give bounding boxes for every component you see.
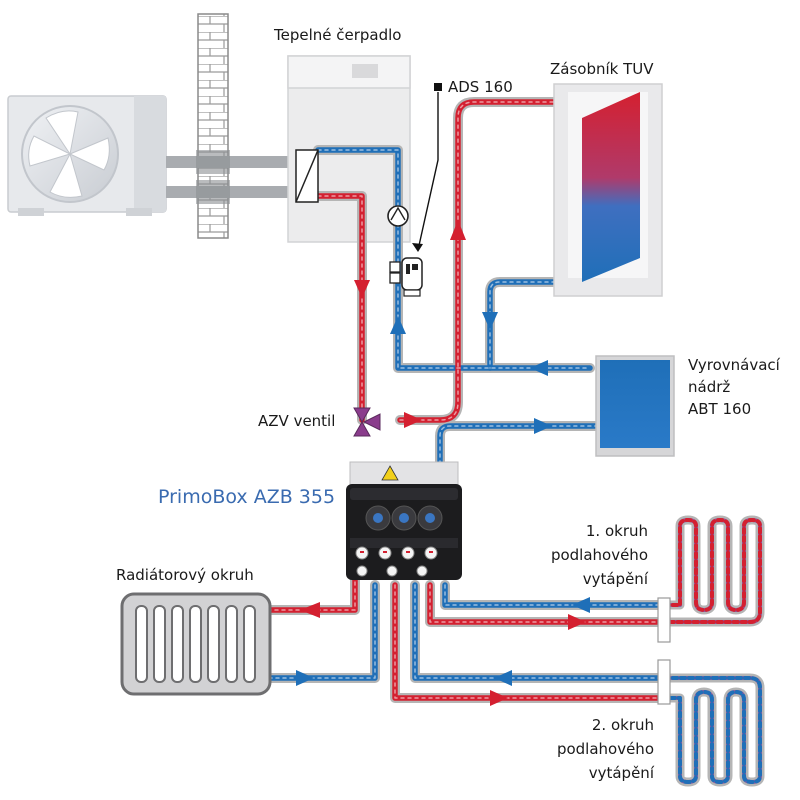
buffer-tank — [595, 355, 675, 457]
arrow-right-icon — [534, 418, 552, 434]
label-tank: Zásobník TUV — [550, 60, 654, 78]
label-azv: AZV ventil — [258, 412, 336, 430]
label-floor1-1: 1. okruh — [585, 522, 648, 540]
ads-separator-icon — [389, 257, 423, 297]
manifold-2 — [657, 659, 671, 705]
azv-valve-icon — [353, 407, 381, 437]
label-primobox: PrimoBox AZB 355 — [158, 486, 336, 508]
floor-loop-1 — [660, 515, 765, 627]
label-floor1-2: podlahového — [550, 546, 648, 564]
label-floor1-3: vytápění — [582, 570, 648, 588]
pump-icon — [387, 205, 409, 227]
heat-exchanger-icon — [295, 149, 319, 203]
outdoor-unit — [7, 95, 167, 216]
radiator — [120, 592, 272, 696]
label-heat-pump: Tepelné čerpadlo — [274, 26, 402, 44]
manifold-1 — [657, 597, 671, 643]
ads-pointer — [412, 83, 442, 252]
label-buffer-3: ABT 160 — [688, 400, 752, 418]
arrow-down-icon — [354, 280, 370, 298]
hot-water-tank — [553, 83, 663, 297]
arrow-left-icon — [300, 602, 320, 618]
arrow-right-icon — [296, 670, 314, 686]
flow-arrows — [296, 220, 590, 706]
arrow-left-icon — [572, 597, 590, 613]
label-floor2-3: vytápění — [588, 764, 654, 782]
arrow-right-icon — [568, 614, 586, 630]
arrow-right-icon — [490, 690, 508, 706]
floor-loop-2 — [660, 673, 765, 787]
arrow-up-icon — [450, 220, 466, 240]
label-buffer-2: nádrž — [688, 378, 731, 396]
label-buffer-1: Vyrovnávací — [688, 356, 780, 374]
label-radiator: Radiátorový okruh — [116, 566, 254, 584]
label-floor2-1: 2. okruh — [591, 716, 654, 734]
arrow-left-icon — [494, 670, 512, 686]
pipe-network — [265, 97, 670, 703]
warning-icon — [381, 465, 399, 481]
arrow-right-icon — [404, 412, 422, 428]
brick-wall — [197, 13, 229, 239]
arrow-down-icon — [482, 312, 498, 330]
arrow-left-icon — [530, 360, 548, 376]
label-floor2-2: podlahového — [556, 740, 654, 758]
primobox-unit — [346, 461, 462, 580]
arrow-up-icon — [390, 316, 406, 334]
label-ads: ADS 160 — [448, 78, 513, 96]
